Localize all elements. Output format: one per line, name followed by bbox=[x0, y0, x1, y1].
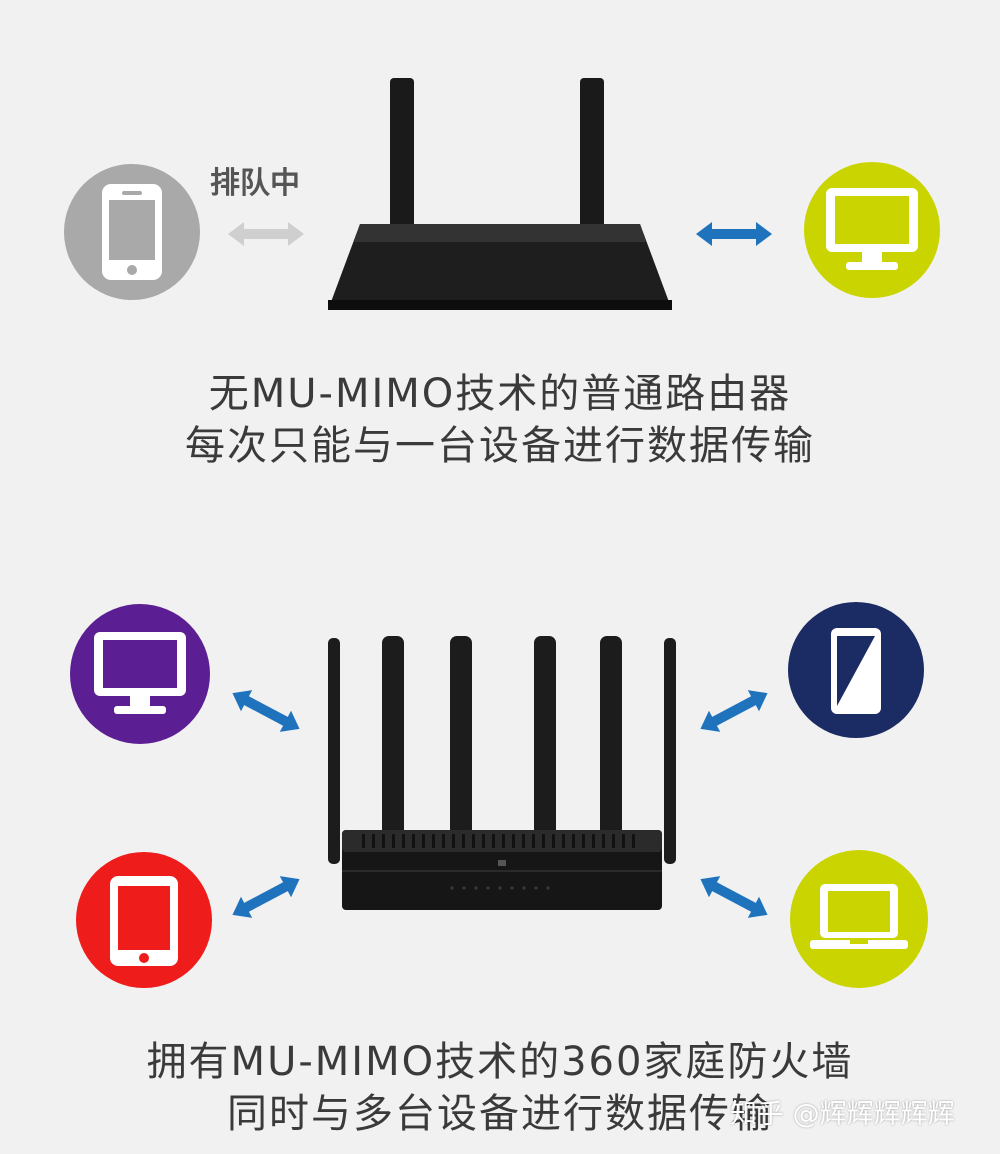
caption-top-line1: 无MU-MIMO技术的普通路由器 bbox=[208, 371, 792, 417]
caption-bottom-line1: 拥有MU-MIMO技术的360家庭防火墙 bbox=[146, 1039, 854, 1085]
double-arrow-gray-icon bbox=[228, 222, 304, 246]
double-arrow-blue-icon bbox=[232, 876, 300, 918]
monitor-icon bbox=[94, 632, 186, 714]
watermark-text: 知乎 @辉辉辉辉辉 bbox=[730, 1099, 955, 1130]
caption-top-line2: 每次只能与一台设备进行数据传输 bbox=[185, 423, 815, 469]
phone-icon bbox=[102, 184, 162, 280]
double-arrow-blue-icon bbox=[696, 222, 772, 246]
monitor-icon bbox=[826, 188, 918, 270]
double-arrow-blue-icon bbox=[700, 690, 768, 732]
caption-bottom-line2: 同时与多台设备进行数据传输 bbox=[227, 1091, 773, 1137]
laptop-icon bbox=[810, 884, 908, 949]
double-arrow-blue-icon bbox=[232, 690, 300, 732]
router-mumimo-icon bbox=[328, 636, 676, 910]
phone-icon bbox=[831, 628, 881, 714]
router-basic-icon bbox=[328, 78, 672, 310]
queue-label: 排队中 bbox=[210, 166, 300, 201]
tablet-icon bbox=[110, 876, 178, 966]
double-arrow-blue-icon bbox=[700, 876, 768, 918]
